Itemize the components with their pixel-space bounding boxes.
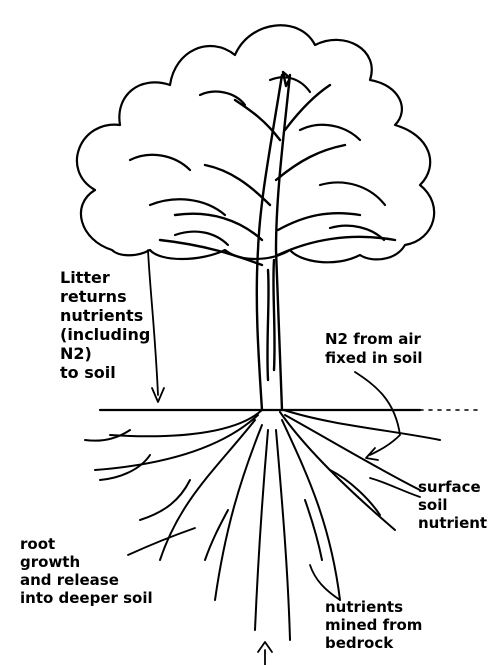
label-litter: Litter returns nutrients (including N2) … (60, 268, 150, 382)
tree-canopy (77, 25, 434, 262)
label-n2-fixed: N2 from air fixed in soil (325, 330, 423, 368)
label-root-growth: root growth and release into deeper soil (20, 535, 153, 607)
label-nutrients-mined: nutrients mined from bedrock (325, 598, 422, 652)
label-surface-soil-nutrients: surface soil nutrients (418, 478, 488, 532)
